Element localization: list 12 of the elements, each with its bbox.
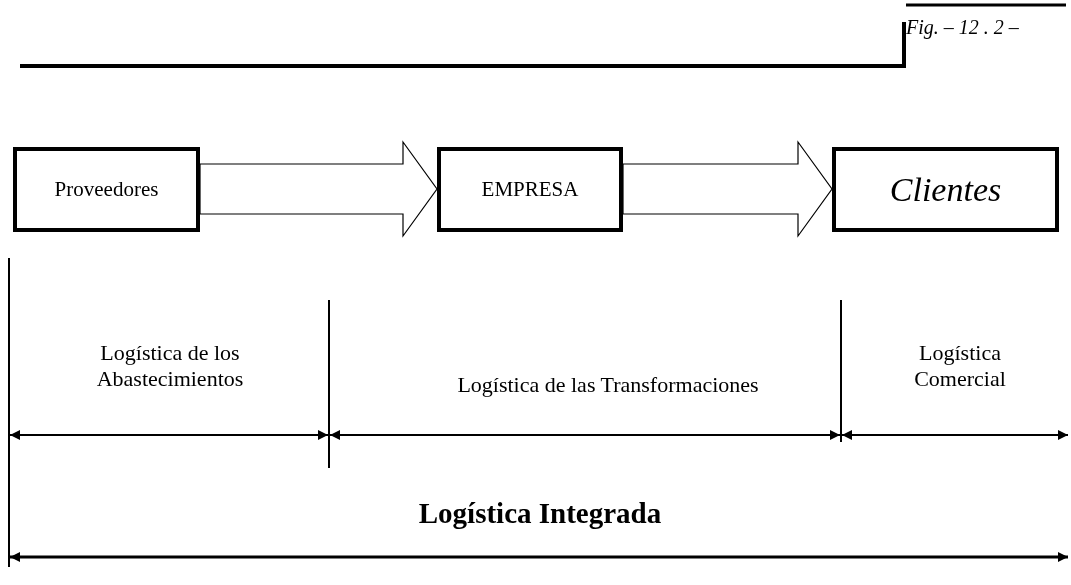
- segment-label: Logística de los Abastecimientos: [95, 340, 245, 392]
- block-arrow: [622, 140, 833, 238]
- entity-box: [832, 147, 1059, 232]
- box-label: EMPRESA: [481, 177, 579, 202]
- figure-number: Fig. – 12 . 2 –: [906, 15, 1020, 40]
- entity-box: [437, 147, 623, 232]
- box-label: Proveedores: [54, 177, 159, 202]
- block-arrow: [199, 140, 438, 238]
- entity-box: [13, 147, 200, 232]
- segment-label: Logística de las Transformaciones: [456, 372, 760, 398]
- box-label: Clientes: [889, 170, 1002, 209]
- segment-label: Logística Comercial: [913, 340, 1007, 392]
